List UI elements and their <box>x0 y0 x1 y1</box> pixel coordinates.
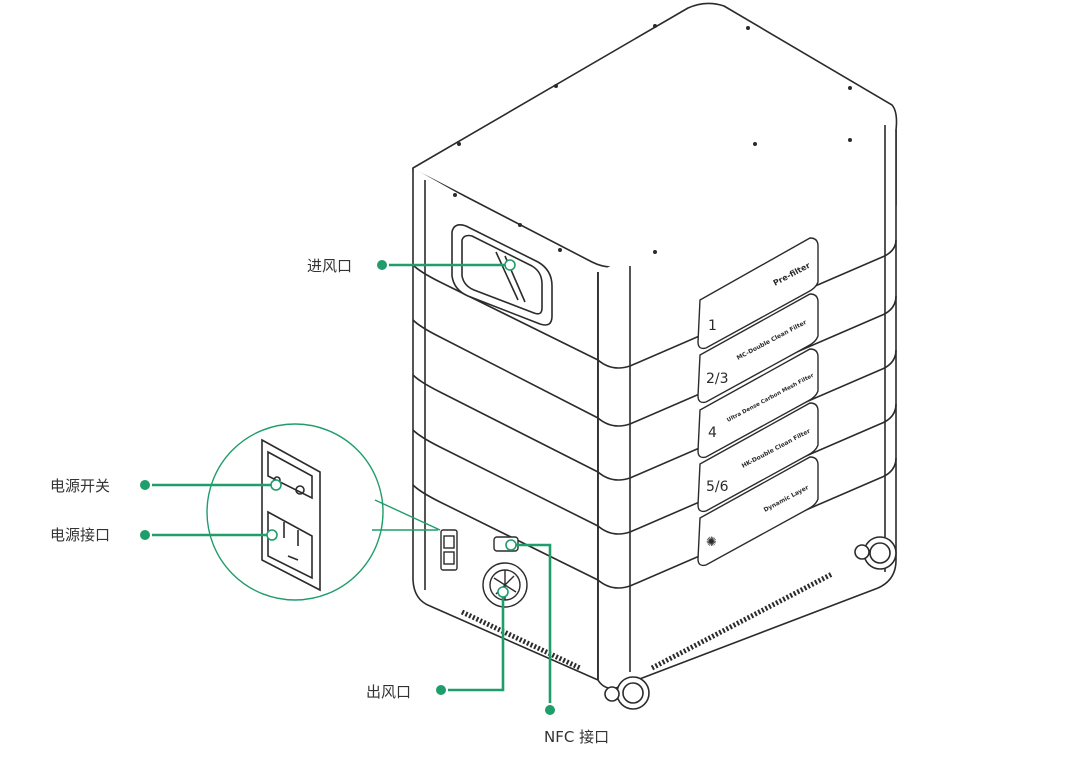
callout-power-switch-label: 电源开关 <box>50 477 111 495</box>
callout-air-inlet-label: 进风口 <box>307 257 353 275</box>
caster-wheels <box>604 536 897 710</box>
filter-number-4: 4 <box>708 425 717 441</box>
fan-icon: ✺ <box>706 535 717 550</box>
top-screws <box>453 24 852 254</box>
filter-number-56: 5/6 <box>706 479 729 495</box>
air-inlet-opening <box>451 224 553 326</box>
callout-air-outlet-label: 出风口 <box>366 683 412 701</box>
callout-power-socket-label: 电源接口 <box>50 526 111 544</box>
zoom-detail <box>206 423 441 601</box>
filter-number-23: 2/3 <box>706 371 729 387</box>
callout-nfc-port-label: NFC 接口 <box>544 728 610 746</box>
filter-tabs <box>697 237 819 567</box>
filter-number-1: 1 <box>708 318 717 334</box>
callout-lines <box>145 263 552 710</box>
callout-dots <box>138 258 557 717</box>
callout-target-rings <box>266 259 517 598</box>
filter-tab-numbers: 1 2/3 4 5/6 ✺ <box>706 318 729 550</box>
